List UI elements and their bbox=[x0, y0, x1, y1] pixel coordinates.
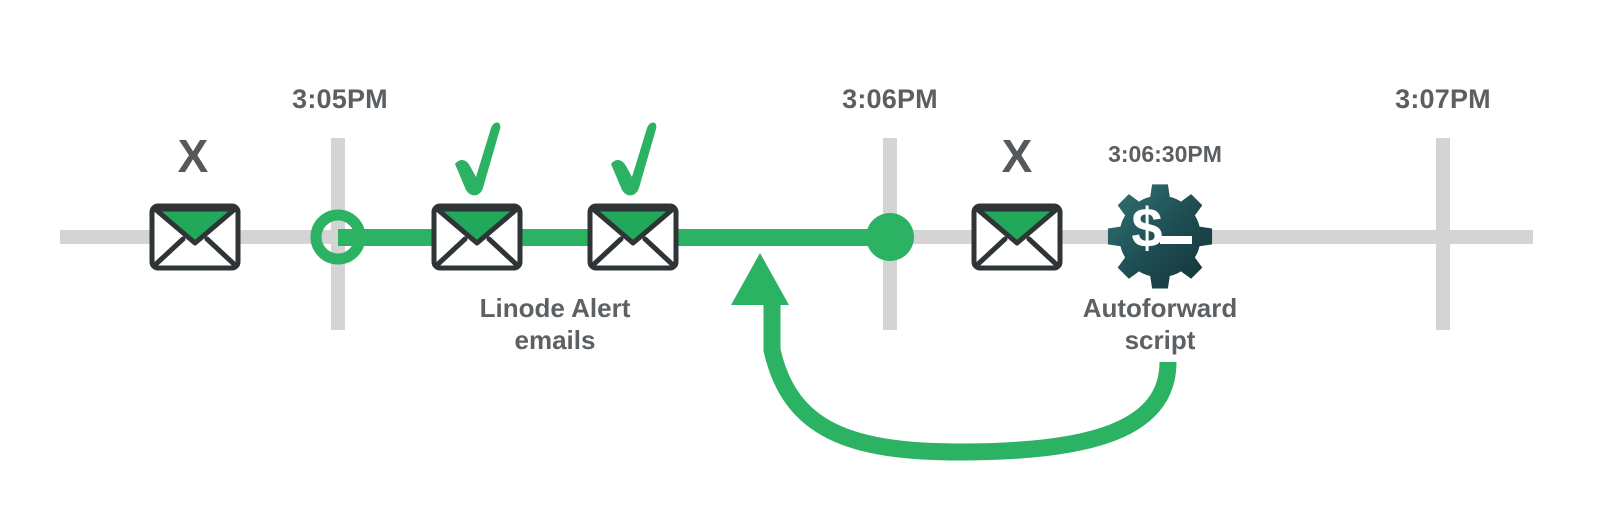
tick-label-307: 3:07PM bbox=[1395, 84, 1491, 114]
tick-label-305: 3:05PM bbox=[292, 84, 388, 114]
script-group-label: Autoforward script bbox=[1083, 292, 1238, 356]
script-group-label-line1: Autoforward bbox=[1082, 293, 1238, 323]
autoforward-feedback-arrow bbox=[731, 253, 1177, 461]
email-group-label: Linode Alert emails bbox=[480, 292, 631, 356]
email-group-label-line2: emails bbox=[514, 325, 596, 355]
marker-dot-306 bbox=[866, 213, 914, 261]
script-timestamp-label: 3:06:30PM bbox=[1108, 141, 1222, 167]
envelope-icon bbox=[431, 203, 523, 271]
svg-text:$: $ bbox=[1131, 196, 1162, 259]
envelope-icon bbox=[587, 203, 679, 271]
marker-ring-305 bbox=[310, 209, 366, 265]
x-mark-blocked-1: X bbox=[177, 130, 209, 182]
script-group-label-line2: script bbox=[1124, 325, 1196, 355]
email-group-label-line1: Linode Alert bbox=[479, 293, 631, 323]
gear-dollar-icon: $ bbox=[1107, 184, 1213, 289]
envelope-icon bbox=[149, 203, 241, 271]
tick-mark-307 bbox=[1436, 138, 1450, 330]
x-mark-blocked-2: X bbox=[1001, 130, 1033, 182]
tick-label-306: 3:06PM bbox=[842, 84, 938, 114]
check-mark-icon bbox=[455, 122, 501, 196]
check-mark-icon bbox=[611, 122, 657, 196]
envelope-icon bbox=[971, 203, 1063, 271]
